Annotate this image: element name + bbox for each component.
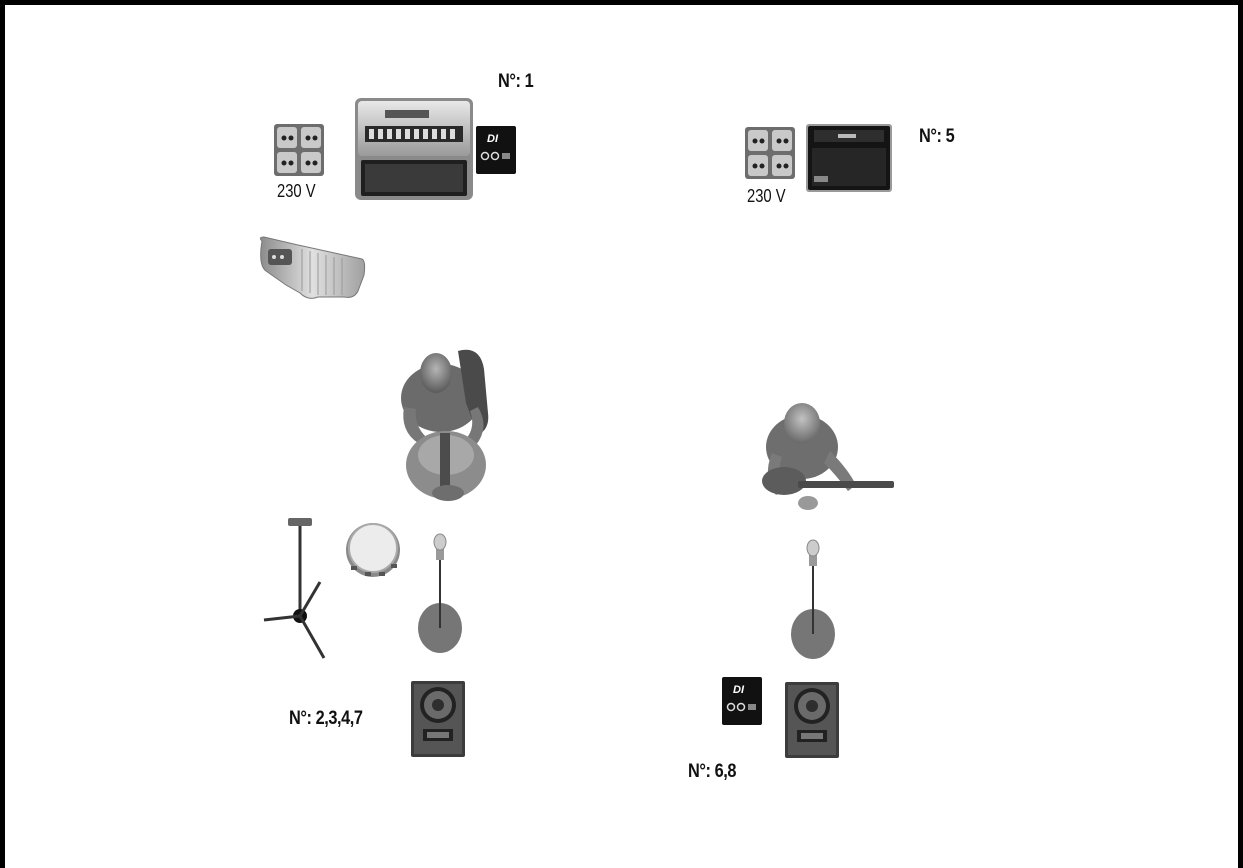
label-channel-1: N°: 1 bbox=[498, 71, 534, 92]
musician-guitar-icon bbox=[758, 397, 896, 513]
di-box-label: DI bbox=[487, 133, 499, 145]
bass-amp-icon bbox=[806, 124, 892, 192]
label-channels-right: N°: 6,8 bbox=[688, 761, 737, 782]
power-label-left: 230 V bbox=[277, 181, 316, 201]
musician-double-bass-icon bbox=[396, 343, 498, 505]
di-box-icon: DI bbox=[722, 677, 762, 725]
label-channel-5: N°: 5 bbox=[919, 126, 955, 147]
accordion-icon bbox=[258, 235, 366, 301]
power-outlet-icon bbox=[274, 124, 324, 176]
monitor-wedge-icon bbox=[785, 682, 839, 758]
power-outlet-icon bbox=[745, 127, 795, 179]
di-box-label: DI bbox=[733, 684, 745, 696]
monitor-wedge-icon bbox=[411, 681, 465, 757]
tambourine-icon bbox=[345, 522, 401, 578]
power-label-right: 230 V bbox=[747, 186, 786, 206]
vocal-mic-stand-icon bbox=[790, 538, 836, 660]
guitar-amp-icon bbox=[355, 98, 473, 200]
label-channels-left: N°: 2,3,4,7 bbox=[289, 708, 363, 729]
di-box-icon: DI bbox=[476, 126, 516, 174]
vocal-mic-stand-icon bbox=[417, 532, 463, 654]
mic-stand-icon bbox=[262, 516, 328, 662]
